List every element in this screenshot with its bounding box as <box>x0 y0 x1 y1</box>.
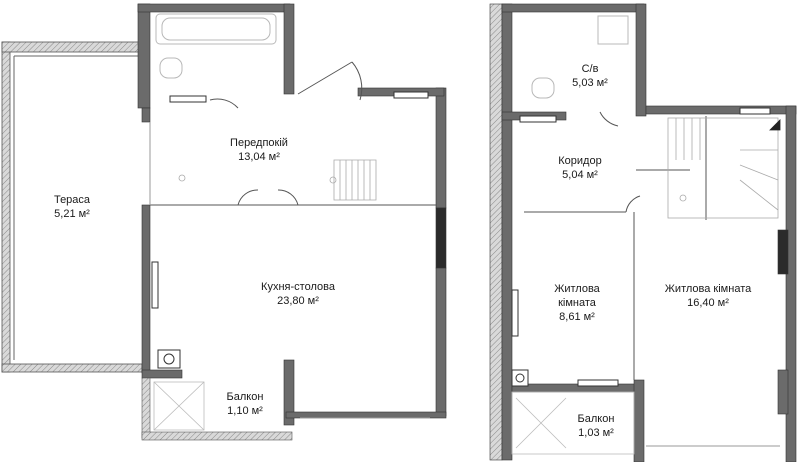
bathtub-icon <box>155 13 277 45</box>
floor-2-stairs-icon <box>667 117 781 219</box>
room-label-bedroom-large: Житлова кімната 16,40 м² <box>665 282 751 310</box>
floor-1-balcony <box>141 377 293 441</box>
room-label-terrace: Тераса 5,21 м² <box>54 193 90 221</box>
toilet-icon <box>531 77 555 99</box>
room-name: Тераса <box>53 194 91 206</box>
room-area: 13,04 м² <box>238 151 280 163</box>
room-name: С/в <box>581 63 599 75</box>
room-name: Кухня-столова <box>261 281 335 293</box>
floor-2-plan <box>489 3 797 462</box>
radiator-icon <box>151 261 159 309</box>
vent-icon <box>511 369 529 387</box>
room-name: Коридор <box>558 155 602 167</box>
room-area: 1,10 м² <box>227 405 263 417</box>
radiator-icon <box>393 91 429 99</box>
radiator-icon <box>739 107 771 115</box>
floor-1-stairs-icon <box>178 159 377 201</box>
room-name: Балкон <box>226 391 264 403</box>
room-label-wc: С/в 5,03 м² <box>572 62 608 90</box>
room-area: 8,61 м² <box>559 311 595 323</box>
room-label-kitchen: Кухня-столова 23,80 м² <box>261 280 335 308</box>
shower-icon <box>597 15 629 45</box>
floor-1-walls <box>137 3 447 426</box>
radiator-icon <box>577 379 619 387</box>
room-area: 1,03 м² <box>578 427 614 439</box>
radiator-icon <box>511 289 519 337</box>
room-label-corridor: Коридор 5,04 м² <box>558 154 601 182</box>
room-area: 5,21 м² <box>54 208 90 220</box>
terrace-wall <box>1 41 143 373</box>
room-name: Передпокій <box>230 137 288 149</box>
room-label-balcony-1: Балкон 1,10 м² <box>227 390 264 418</box>
stair-arrow-icon <box>769 119 781 131</box>
room-area: 5,04 м² <box>562 169 598 181</box>
toilet-icon <box>159 57 183 79</box>
room-label-balcony-2: Балкон 1,03 м² <box>578 412 615 440</box>
room-label-hall: Передпокій 13,04 м² <box>230 136 288 164</box>
room-name: Балкон <box>577 413 615 425</box>
radiator-icon <box>519 115 557 123</box>
floor-1-plan <box>1 3 447 441</box>
room-name: кімната <box>558 297 596 309</box>
room-name: Житлова <box>554 283 600 295</box>
floor-2-walls <box>489 3 797 462</box>
floor-2-fixtures <box>511 15 771 387</box>
room-name: Житлова кімната <box>664 283 752 295</box>
room-area: 5,03 м² <box>572 77 608 89</box>
floor-2-interior-lines <box>524 111 707 380</box>
room-label-bedroom-small: Житлова кімната 8,61 м² <box>554 282 600 324</box>
radiator-icon <box>169 95 207 103</box>
floor-2-balcony <box>511 391 780 455</box>
room-area: 23,80 м² <box>277 295 319 307</box>
stove-icon <box>157 349 181 369</box>
floor-1-fixtures <box>151 13 429 369</box>
floor-1-interior-lines <box>149 61 436 419</box>
room-area: 16,40 м² <box>687 297 729 309</box>
